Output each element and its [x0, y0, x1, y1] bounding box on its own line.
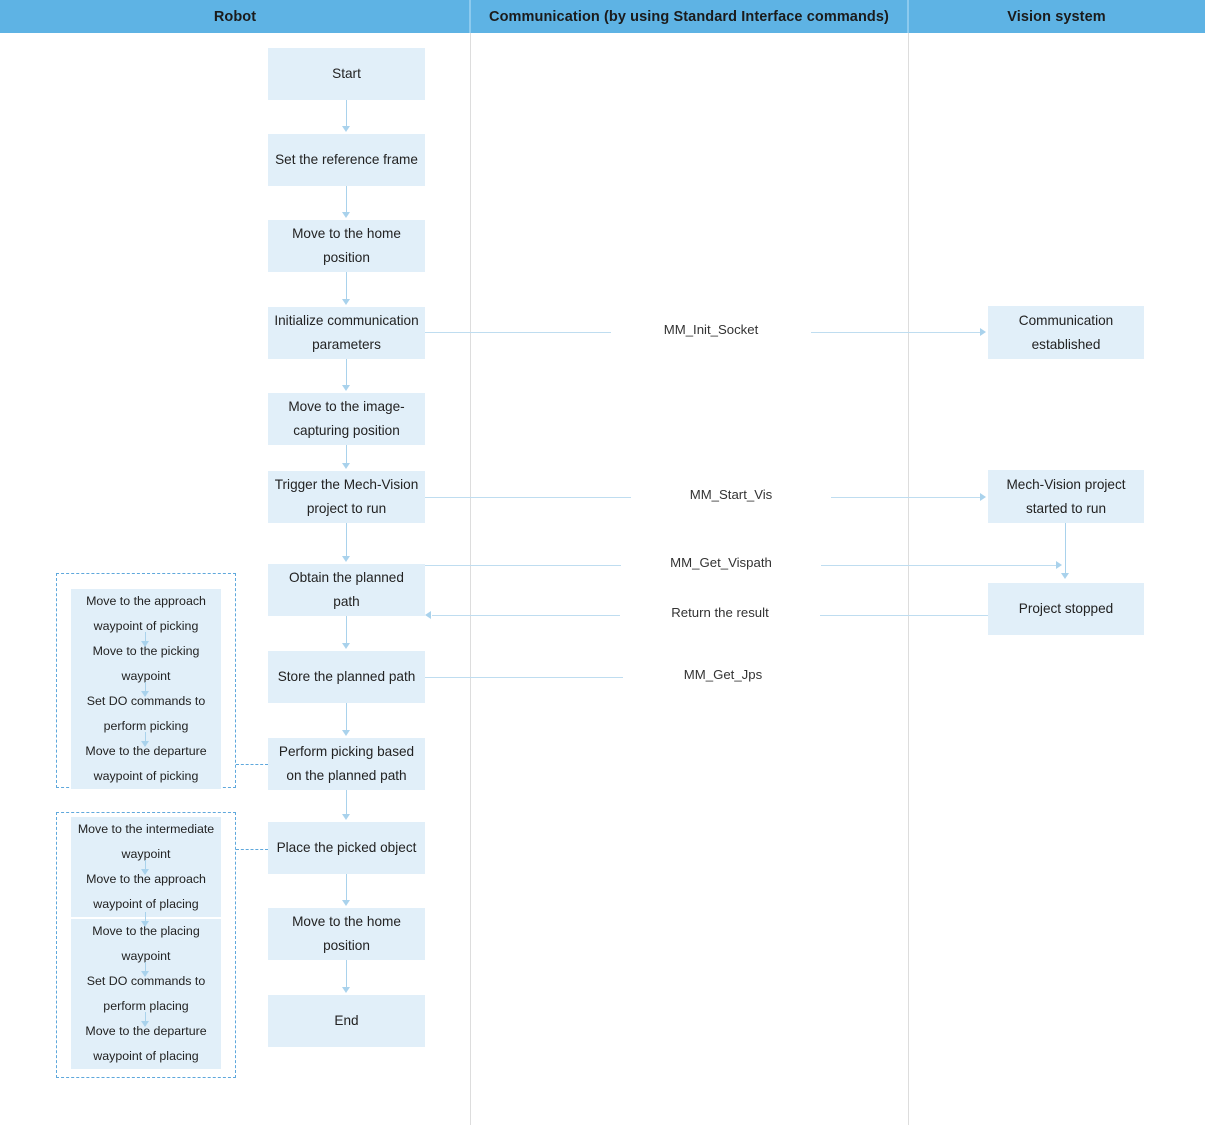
arrow-home1-to-initcomm	[342, 299, 350, 305]
connector-pick-1-to-2	[145, 632, 147, 646]
message-label-mm-init-socket: MM_Init_Socket	[611, 322, 811, 337]
node-set-do-commands-placing[interactable]: Set DO commands to perform placing	[71, 969, 221, 1019]
arrow-mm-start-vis	[980, 493, 986, 501]
node-obtain-planned-path[interactable]: Obtain the planned path	[268, 564, 425, 616]
node-move-home-position-1[interactable]: Move to the home position	[268, 220, 425, 272]
arrow-place-2-to-3	[141, 921, 149, 927]
connector-place-2-to-3	[145, 912, 147, 926]
node-end[interactable]: End	[268, 995, 425, 1047]
header-column-robot: Robot	[213, 8, 257, 25]
message-label-mm-get-vispath: MM_Get_Vispath	[621, 555, 821, 570]
arrow-place-4-to-5	[141, 1021, 149, 1027]
node-move-image-capturing-position[interactable]: Move to the image-capturing position	[268, 393, 425, 445]
arrow-pick-1-to-2	[141, 641, 149, 647]
node-store-planned-path[interactable]: Store the planned path	[268, 651, 425, 703]
connector-place-3-to-4	[145, 962, 147, 976]
connector-start-to-setframe	[346, 100, 348, 128]
dashed-connector-placing-group	[236, 849, 268, 850]
node-set-do-commands-picking[interactable]: Set DO commands to perform picking	[71, 689, 221, 739]
node-project-stopped[interactable]: Project stopped	[988, 583, 1144, 635]
node-move-placing-waypoint[interactable]: Move to the placing waypoint	[71, 919, 221, 969]
subgroup-placing	[56, 812, 236, 1078]
node-initialize-communication-parameters[interactable]: Initialize communication parameters	[268, 307, 425, 359]
arrow-pick-3-to-4	[141, 741, 149, 747]
node-move-picking-waypoint[interactable]: Move to the picking waypoint	[71, 639, 221, 689]
connector-setframe-to-home1	[346, 186, 348, 214]
node-set-reference-frame[interactable]: Set the reference frame	[268, 134, 425, 186]
connector-home2-to-end	[346, 960, 348, 989]
node-move-home-position-2[interactable]: Move to the home position	[268, 908, 425, 960]
message-label-return-the-result: Return the result	[620, 605, 820, 620]
connector-pick-3-to-4	[145, 732, 147, 746]
connector-place-to-home2	[346, 874, 348, 902]
node-place-picked-object[interactable]: Place the picked object	[268, 822, 425, 874]
arrow-imagepos-to-trigger	[342, 463, 350, 469]
arrow-setframe-to-home1	[342, 212, 350, 218]
lane-divider-communication-vision	[908, 33, 909, 1125]
node-move-approach-waypoint-picking[interactable]: Move to the approach waypoint of picking	[71, 589, 221, 639]
arrow-mm-init-socket	[980, 328, 986, 336]
arrow-place-3-to-4	[141, 971, 149, 977]
connector-initcomm-to-imagepos	[346, 359, 348, 387]
connector-place-4-to-5	[145, 1012, 147, 1026]
header-band	[0, 0, 1205, 33]
arrow-storepath-to-performpick	[342, 730, 350, 736]
arrow-initcomm-to-imagepos	[342, 385, 350, 391]
arrow-vision-running-to-stopped	[1061, 573, 1069, 579]
arrow-mm-get-vispath	[1056, 561, 1062, 569]
connector-obtainpath-to-storepath	[346, 616, 348, 645]
node-perform-picking[interactable]: Perform picking based on the planned pat…	[268, 738, 425, 790]
node-move-intermediate-waypoint[interactable]: Move to the intermediate waypoint	[71, 817, 221, 867]
connector-performpick-to-place	[346, 790, 348, 816]
flow-line-mm-get-jps	[425, 677, 675, 679]
arrow-return-the-result	[425, 611, 431, 619]
connector-place-1-to-2	[145, 860, 147, 874]
connector-pick-2-to-3	[145, 682, 147, 696]
connector-storepath-to-performpick	[346, 703, 348, 732]
node-move-approach-waypoint-placing[interactable]: Move to the approach waypoint of placing	[71, 867, 221, 917]
connector-home1-to-initcomm	[346, 272, 348, 301]
header-separator-1	[469, 0, 471, 33]
dashed-connector-picking-group	[236, 764, 268, 765]
message-label-mm-start-vis: MM_Start_Vis	[631, 487, 831, 502]
arrow-performpick-to-place	[342, 814, 350, 820]
connector-vision-running-to-stopped	[1065, 523, 1067, 575]
arrow-home2-to-end	[342, 987, 350, 993]
arrow-pick-2-to-3	[141, 691, 149, 697]
arrow-obtainpath-to-storepath	[342, 643, 350, 649]
node-start[interactable]: Start	[268, 48, 425, 100]
node-mech-vision-project-running[interactable]: Mech-Vision project started to run	[988, 470, 1144, 523]
arrow-place-1-to-2	[141, 869, 149, 875]
node-move-departure-waypoint-placing[interactable]: Move to the departure waypoint of placin…	[71, 1019, 221, 1069]
connector-imagepos-to-trigger	[346, 445, 348, 465]
arrow-trigger-to-obtainpath	[342, 556, 350, 562]
arrow-place-to-home2	[342, 900, 350, 906]
message-label-mm-get-jps: MM_Get_Jps	[623, 667, 823, 682]
header-separator-2	[907, 0, 909, 33]
node-trigger-mech-vision-project[interactable]: Trigger the Mech-Vision project to run	[268, 471, 425, 523]
node-move-departure-waypoint-picking[interactable]: Move to the departure waypoint of pickin…	[71, 739, 221, 789]
arrow-start-to-setframe	[342, 126, 350, 132]
node-communication-established[interactable]: Communication established	[988, 306, 1144, 359]
connector-trigger-to-obtainpath	[346, 523, 348, 558]
header-column-communication: Communication (by using Standard Interfa…	[489, 8, 889, 25]
header-column-vision-system: Vision system	[1007, 8, 1106, 25]
lane-divider-robot-communication	[470, 33, 471, 1125]
